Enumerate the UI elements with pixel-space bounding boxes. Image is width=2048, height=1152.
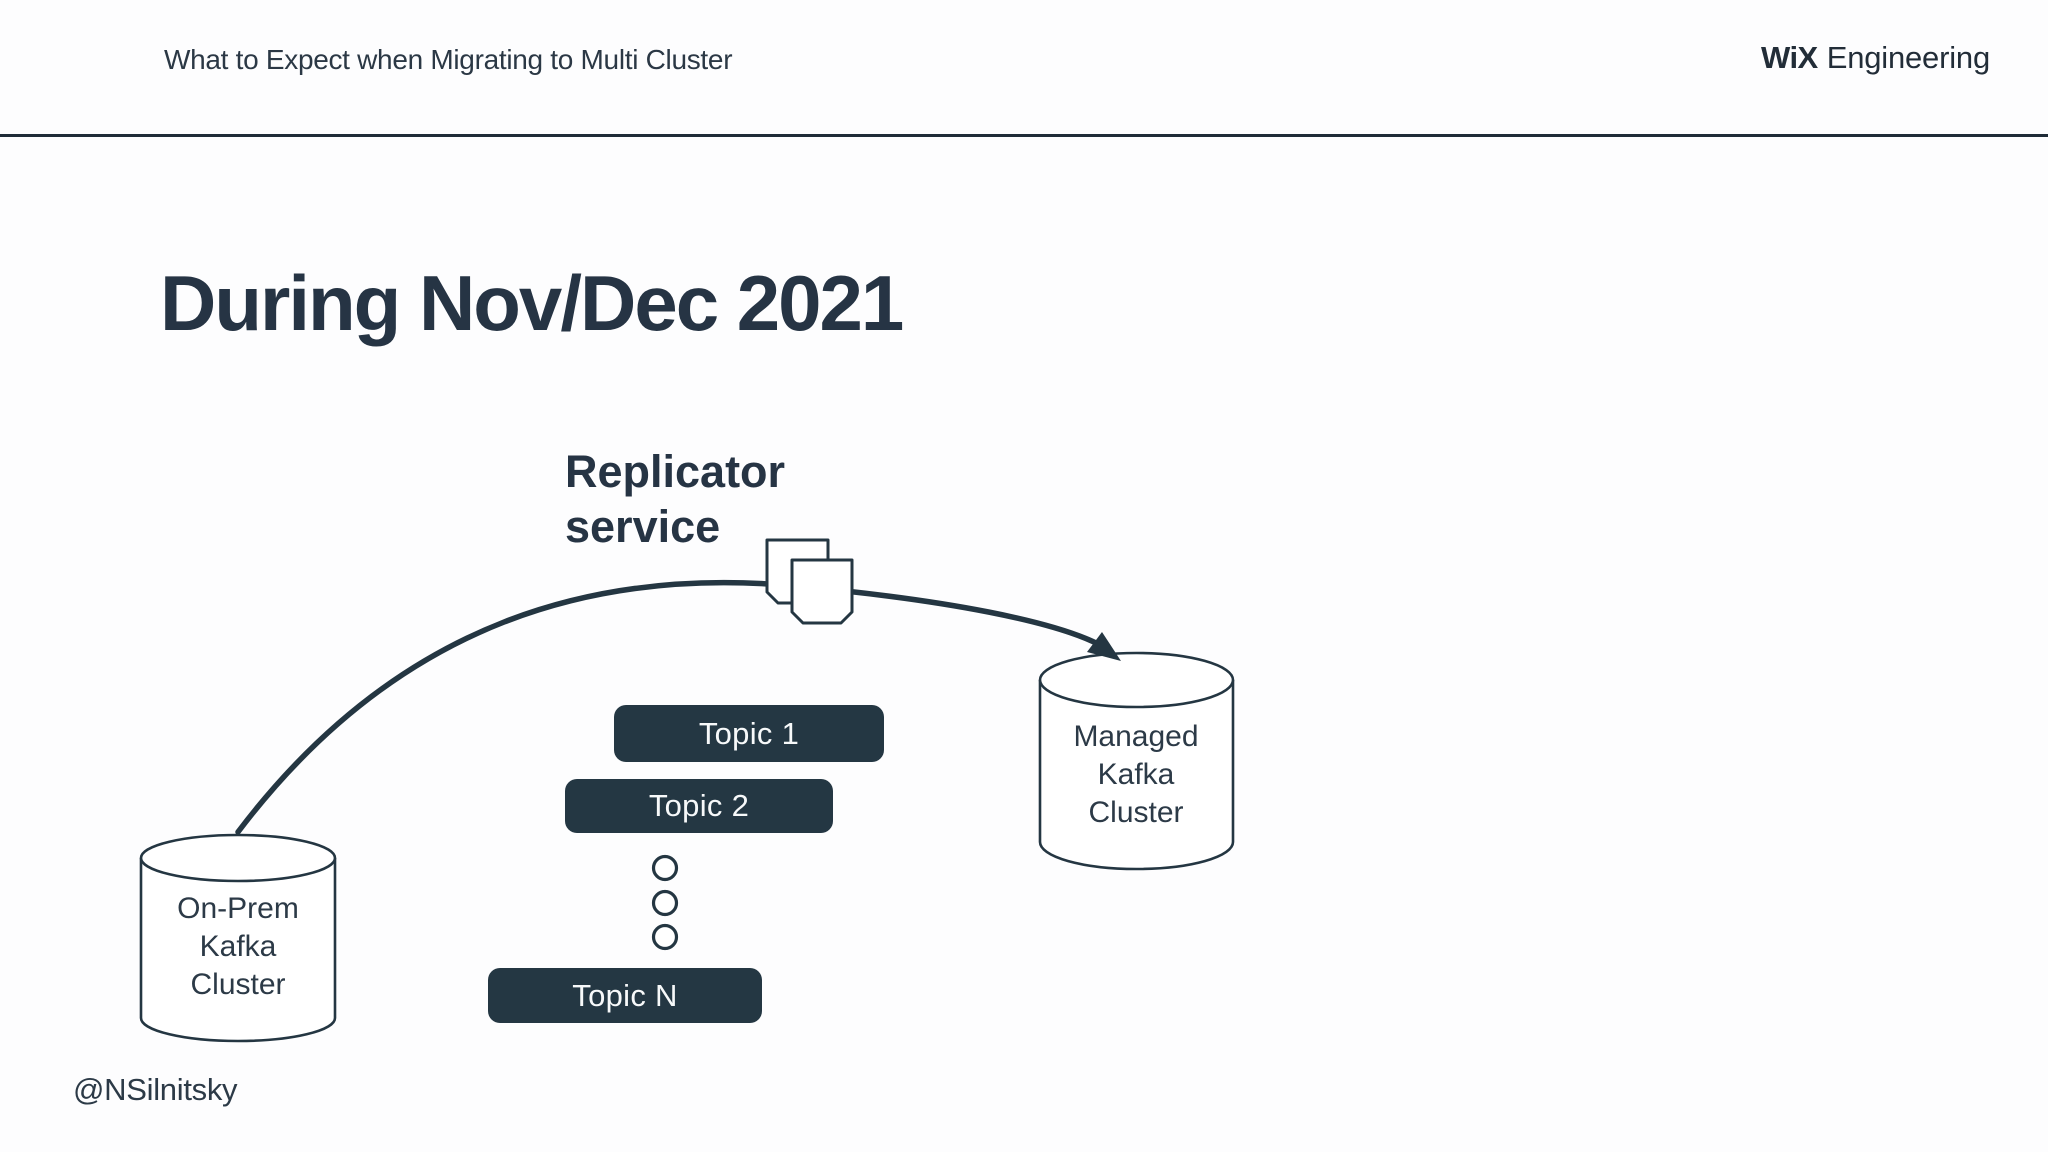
- slide-header: What to Expect when Migrating to Multi C…: [0, 0, 2048, 137]
- replicator-label-line1: Replicator: [565, 446, 786, 497]
- replicator-label-line2: service: [565, 501, 721, 552]
- managed-cylinder-top: [1038, 651, 1235, 709]
- ellipsis-dot-icon: [651, 889, 679, 917]
- document-front-icon: [790, 558, 854, 625]
- on-prem-kafka-cylinder: [139, 833, 337, 1043]
- topic-2-box: Topic 2: [565, 779, 833, 833]
- on-prem-label-line3: Cluster: [190, 968, 286, 1001]
- documents-icon: [765, 538, 854, 625]
- ellipsis-dot-icon: [651, 923, 679, 951]
- slide-title: During Nov/Dec 2021: [160, 259, 904, 347]
- on-prem-label-line2: Kafka: [199, 930, 277, 963]
- on-prem-label-line1: On-Prem: [177, 892, 299, 925]
- topics-ellipsis-dots: [651, 854, 679, 951]
- replication-arrow-head-icon: [1087, 632, 1121, 661]
- engineering-logo-text: Engineering: [1826, 40, 1990, 75]
- wix-logo-text: WiX: [1760, 40, 1818, 75]
- deck-title: What to Expect when Migrating to Multi C…: [164, 44, 733, 75]
- managed-label-line3: Cluster: [1088, 796, 1184, 829]
- ellipsis-dot-icon: [651, 854, 679, 882]
- managed-cylinder-body: [1038, 680, 1235, 871]
- topic-n-box: Topic N: [488, 968, 762, 1023]
- topic-1-box: Topic 1: [614, 705, 884, 762]
- replicator-service-label: Replicator service: [565, 444, 785, 554]
- on-prem-cylinder-body: [139, 858, 337, 1043]
- header-divider: [0, 134, 2048, 137]
- on-prem-cylinder-top: [139, 833, 337, 883]
- managed-kafka-cylinder: [1038, 651, 1235, 871]
- managed-label-line2: Kafka: [1097, 758, 1175, 791]
- managed-cluster-label: Managed Kafka Cluster: [1036, 718, 1236, 832]
- managed-label-line1: Managed: [1073, 720, 1199, 753]
- on-prem-cluster-label: On-Prem Kafka Cluster: [138, 890, 338, 1004]
- replication-arrow-arc: [235, 579, 1103, 835]
- twitter-handle: @NSilnitsky: [73, 1072, 238, 1107]
